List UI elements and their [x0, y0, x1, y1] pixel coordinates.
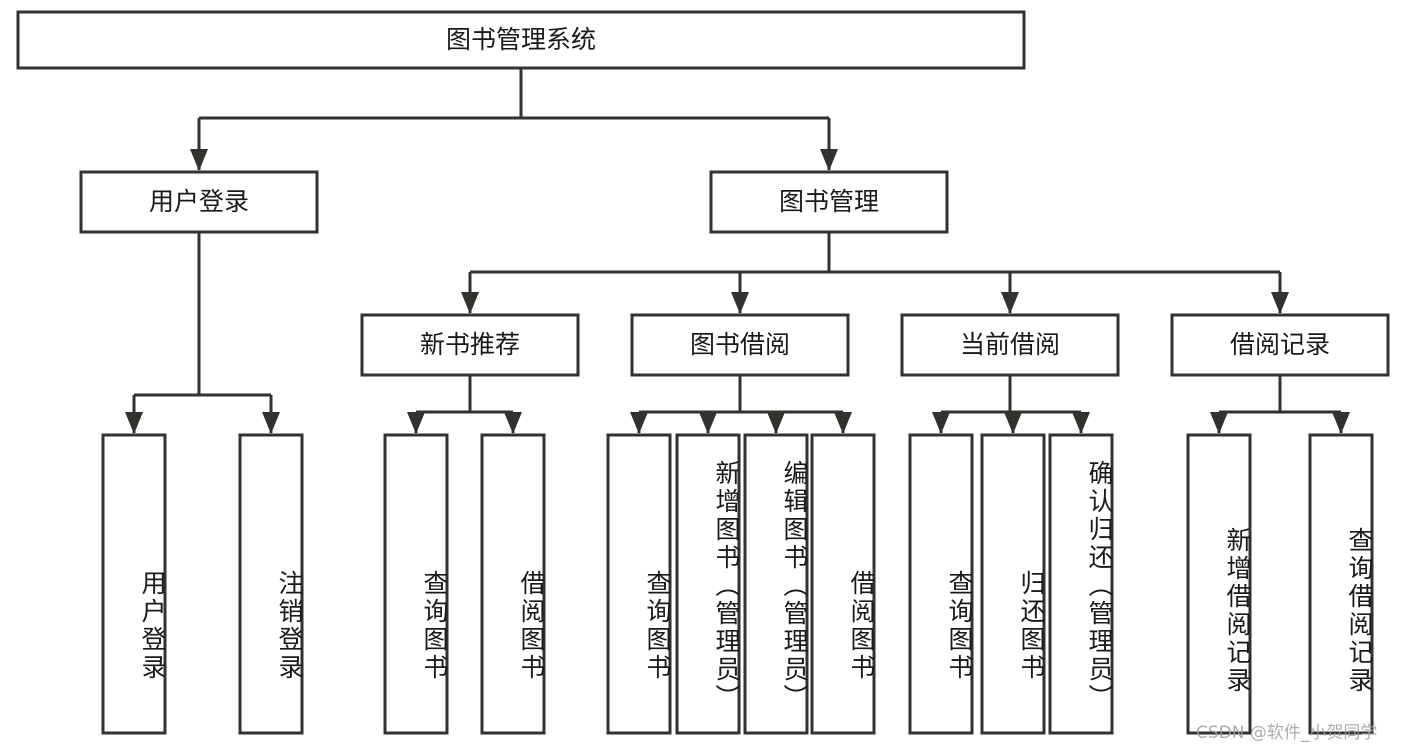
node-leaf-11[interactable]: [1186, 433, 1252, 735]
arrowhead-leaf: [699, 412, 717, 434]
boxes-layer: [16, 10, 1390, 735]
arrowhead-leaf: [1072, 412, 1090, 434]
node-level3-3[interactable]: [1170, 313, 1390, 377]
arrowhead-leaf: [1210, 412, 1228, 434]
arrowhead-level2: [820, 149, 838, 171]
node-level3-2[interactable]: [900, 313, 1120, 377]
node-leaf-12[interactable]: [1308, 433, 1374, 735]
node-leaf-3[interactable]: [480, 433, 546, 735]
node-level3-1[interactable]: [630, 313, 850, 377]
arrowhead-leaf: [1332, 412, 1350, 434]
node-leaf-7[interactable]: [810, 433, 876, 735]
node-leaf-2[interactable]: [383, 433, 449, 735]
node-level2-0[interactable]: [79, 170, 319, 234]
node-level2-1[interactable]: [709, 170, 949, 234]
node-root[interactable]: [16, 10, 1026, 70]
arrowhead-leaf: [407, 412, 425, 434]
arrowhead-leaf: [834, 412, 852, 434]
csdn-watermark: CSDN @软件_小贺同学: [1196, 723, 1378, 743]
node-level3-label-1: 图书借阅: [690, 330, 790, 359]
arrowhead-level3: [731, 292, 749, 314]
node-level3-label-3: 借阅记录: [1230, 330, 1330, 359]
node-leaf-1[interactable]: [238, 433, 304, 735]
node-leaf-6[interactable]: [743, 433, 809, 735]
node-level2-label-0: 用户登录: [149, 187, 249, 216]
node-level3-label-2: 当前借阅: [960, 330, 1060, 359]
arrowhead-leaf: [630, 412, 648, 434]
arrowhead-level2: [190, 149, 208, 171]
node-leaf-0[interactable]: [101, 433, 167, 735]
arrowhead-leaf: [767, 412, 785, 434]
arrowhead-level3: [1271, 292, 1289, 314]
arrowhead-level3: [461, 292, 479, 314]
arrowhead-leaf: [262, 412, 280, 434]
node-level3-0[interactable]: [360, 313, 580, 377]
arrowhead-leaf: [125, 412, 143, 434]
arrowhead-leaf: [932, 412, 950, 434]
node-leaf-9[interactable]: [980, 433, 1046, 735]
node-root-label: 图书管理系统: [446, 25, 596, 54]
node-level3-label-0: 新书推荐: [420, 330, 520, 359]
arrowhead-leaf: [504, 412, 522, 434]
node-leaf-10[interactable]: [1048, 433, 1114, 735]
connectors-layer: [125, 68, 1350, 434]
node-leaf-5[interactable]: [675, 433, 741, 735]
node-leaf-4[interactable]: [606, 433, 672, 735]
node-leaf-8[interactable]: [908, 433, 974, 735]
arrowhead-level3: [1001, 292, 1019, 314]
node-level2-label-1: 图书管理: [779, 187, 879, 216]
arrowhead-leaf: [1004, 412, 1022, 434]
